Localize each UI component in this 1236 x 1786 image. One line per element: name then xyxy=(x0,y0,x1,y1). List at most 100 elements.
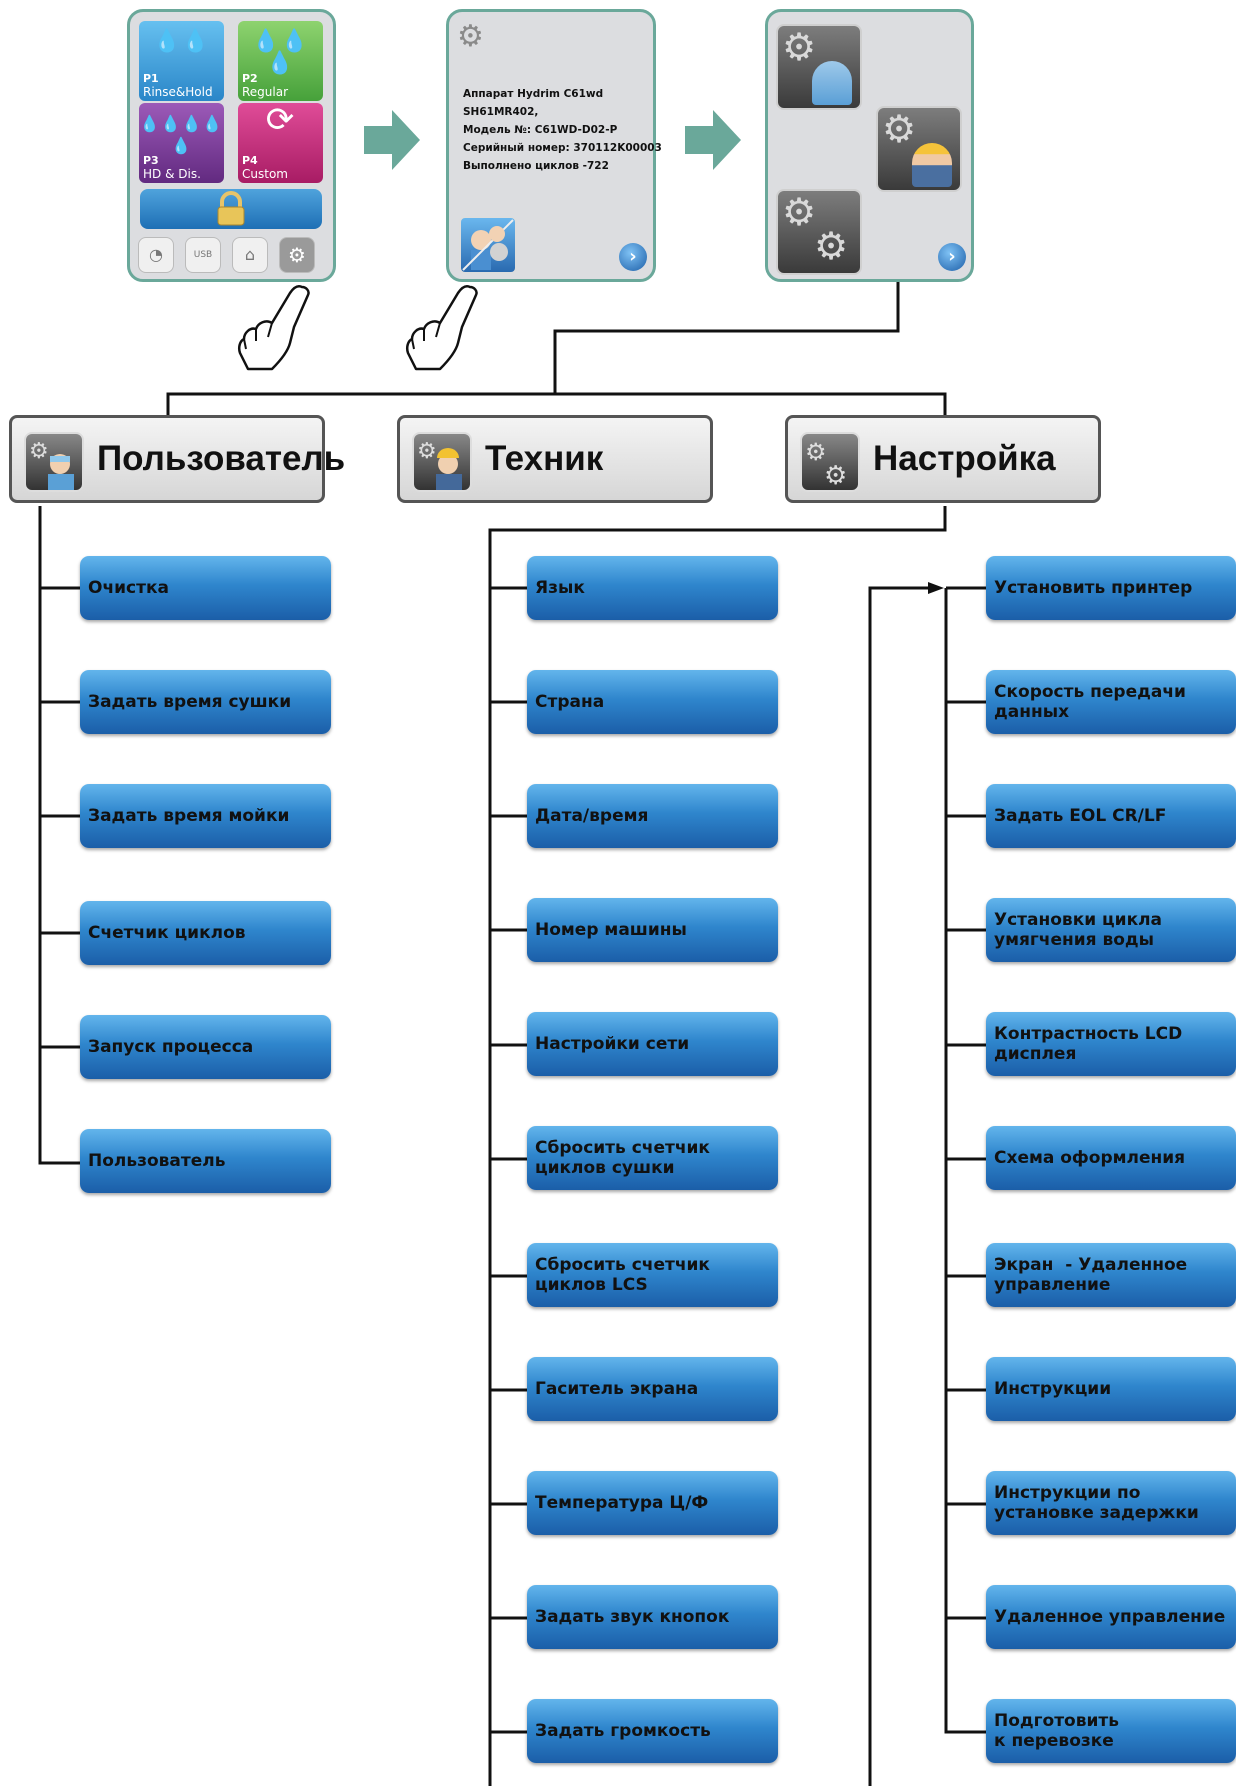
tech-menu-language[interactable]: Язык xyxy=(527,556,778,620)
tech-menu-theme[interactable]: Схема оформления xyxy=(986,1126,1236,1190)
user-doctor-icon: ⚙ xyxy=(24,432,84,492)
menu-label: Дата/время xyxy=(535,806,649,826)
user-menu-dry-time[interactable]: Задать время сушки xyxy=(80,670,331,734)
program-label: Custom xyxy=(242,167,288,181)
water-drops-icon: 💧💧 xyxy=(153,29,210,54)
svg-text:⚙: ⚙ xyxy=(824,461,847,490)
menu-label: Инструкции по установке задержки xyxy=(994,1483,1199,1523)
tech-menu-eol[interactable]: Задать EOL CR/LF xyxy=(986,784,1236,848)
gear-icon: ⚙ xyxy=(882,107,917,151)
tech-menu-temperature[interactable]: Температура Ц/Ф xyxy=(527,1471,778,1535)
bottles-icon[interactable]: ⌂ xyxy=(232,237,268,273)
program-p2-button[interactable]: 💧💧💧 P2 Regular xyxy=(238,21,323,101)
svg-text:⚙: ⚙ xyxy=(417,439,437,464)
settings-role-button[interactable]: ⚙ ⚙ xyxy=(776,189,862,275)
category-label: Пользователь xyxy=(97,439,346,478)
next-button[interactable]: › xyxy=(619,243,647,271)
technician-role-button[interactable]: ⚙ xyxy=(876,106,962,192)
technician-icon xyxy=(912,143,952,187)
menu-label: Сбросить счетчик циклов LCS xyxy=(535,1255,710,1295)
tech-menu-machine-number[interactable]: Номер машины xyxy=(527,898,778,962)
menu-label: Задать EOL CR/LF xyxy=(994,806,1167,826)
doctor-icon xyxy=(812,61,852,105)
tech-menu-volume[interactable]: Задать громкость xyxy=(527,1699,778,1763)
program-number: P2 xyxy=(242,72,258,85)
role-screen: ⚙ ⚙ ⚙ ⚙ › xyxy=(765,9,974,282)
user-menu-cycle-counter[interactable]: Счетчик циклов xyxy=(80,901,331,965)
program-p4-button[interactable]: ⟳ P4 Custom xyxy=(238,103,323,183)
category-settings[interactable]: ⚙⚙ Настройка xyxy=(785,415,1101,503)
category-user[interactable]: ⚙ Пользователь xyxy=(9,415,345,503)
menu-label: Страна xyxy=(535,692,605,712)
service-menu-button[interactable] xyxy=(459,216,517,274)
water-drops-icon: 💧💧💧💧💧 xyxy=(139,114,224,155)
user-role-button[interactable]: ⚙ xyxy=(776,24,862,110)
program-number: P1 xyxy=(143,72,159,85)
info-line: Выполнено циклов -722 xyxy=(463,160,609,172)
gear-icon: ⚙ xyxy=(782,190,817,234)
gear-icon: ⚙ xyxy=(782,25,817,69)
usb-label: USB xyxy=(193,250,213,260)
water-drops-icon: 💧💧💧 xyxy=(252,29,309,76)
info-gear-icon: ⚙ xyxy=(457,19,484,54)
next-glyph: › xyxy=(948,246,956,267)
tech-menu-printer[interactable]: Установить принтер xyxy=(986,556,1236,620)
next-button[interactable]: › xyxy=(938,243,966,271)
program-screen: 💧💧 P1 Rinse&Hold 💧💧💧 P2 Regular 💧💧💧💧💧 P3… xyxy=(127,9,336,282)
user-menu-user[interactable]: Пользователь xyxy=(80,1129,331,1193)
category-label: Техник xyxy=(485,439,604,478)
tech-menu-remote-screen[interactable]: Экран - Удаленное управление xyxy=(986,1243,1236,1307)
menu-label: Температура Ц/Ф xyxy=(535,1493,709,1513)
lock-button[interactable] xyxy=(140,189,322,229)
menu-label: Скорость передачи данных xyxy=(994,682,1186,722)
category-label: Настройка xyxy=(873,439,1056,478)
tech-menu-lcd-contrast[interactable]: Контрастность LCD дисплея xyxy=(986,1012,1236,1076)
program-p1-button[interactable]: 💧💧 P1 Rinse&Hold xyxy=(139,21,224,101)
program-number: P3 xyxy=(143,154,159,167)
tech-menu-prepare-transport[interactable]: Подготовить к перевозке xyxy=(986,1699,1236,1763)
tech-menu-remote-control[interactable]: Удаленное управление xyxy=(986,1585,1236,1649)
menu-label: Схема оформления xyxy=(994,1148,1186,1168)
menu-label: Счетчик циклов xyxy=(88,923,246,943)
svg-text:⚙: ⚙ xyxy=(29,439,49,464)
tech-menu-country[interactable]: Страна xyxy=(527,670,778,734)
tech-menu-instructions[interactable]: Инструкции xyxy=(986,1357,1236,1421)
info-screen: ⚙ Аппарат Hydrim C61wd SH61MR402, Модель… xyxy=(446,9,662,282)
dial-icon[interactable]: ◔ xyxy=(138,237,174,273)
menu-label: Сбросить счетчик циклов сушки xyxy=(535,1138,710,1178)
menu-label: Контрастность LCD дисплея xyxy=(994,1024,1183,1064)
menu-label: Настройки сети xyxy=(535,1034,690,1054)
menu-label: Пользователь xyxy=(88,1151,226,1171)
user-menu-cleaning[interactable]: Очистка xyxy=(80,556,331,620)
technician-icon: ⚙ xyxy=(412,432,472,492)
padlock-icon xyxy=(217,191,245,226)
menu-label: Гаситель экрана xyxy=(535,1379,699,1399)
tech-menu-network[interactable]: Настройки сети xyxy=(527,1012,778,1076)
custom-cycle-icon: ⟳ xyxy=(265,100,296,140)
tech-menu-key-sound[interactable]: Задать звук кнопок xyxy=(527,1585,778,1649)
menu-label: Очистка xyxy=(88,578,169,598)
user-menu-start-process[interactable]: Запуск процесса xyxy=(80,1015,331,1079)
menu-label: Запуск процесса xyxy=(88,1037,254,1057)
tech-menu-datetime[interactable]: Дата/время xyxy=(527,784,778,848)
category-technician[interactable]: ⚙ Техник xyxy=(397,415,713,503)
tech-menu-reset-lcs-counter[interactable]: Сбросить счетчик циклов LCS xyxy=(527,1243,778,1307)
tech-menu-delay-instructions[interactable]: Инструкции по установке задержки xyxy=(986,1471,1236,1535)
program-number: P4 xyxy=(242,154,258,167)
user-menu-wash-time[interactable]: Задать время мойки xyxy=(80,784,331,848)
tech-menu-reset-dry-counter[interactable]: Сбросить счетчик циклов сушки xyxy=(527,1126,778,1190)
tech-menu-screen-saver[interactable]: Гаситель экрана xyxy=(527,1357,778,1421)
tech-menu-baud-rate[interactable]: Скорость передачи данных xyxy=(986,670,1236,734)
tech-menu-softener[interactable]: Установки цикла умягчения воды xyxy=(986,898,1236,962)
menu-label: Удаленное управление xyxy=(994,1607,1226,1627)
pointing-hand-icon xyxy=(237,285,310,371)
menu-label: Номер машины xyxy=(535,920,687,940)
flow-arrow-icon xyxy=(685,110,741,170)
menu-label: Задать время мойки xyxy=(88,806,290,826)
gear-icon: ⚙ xyxy=(814,224,849,268)
program-p3-button[interactable]: 💧💧💧💧💧 P3 HD & Dis. xyxy=(139,103,224,183)
usb-icon[interactable]: USB xyxy=(185,237,221,273)
menu-label: Экран - Удаленное управление xyxy=(994,1255,1194,1295)
menu-label: Задать звук кнопок xyxy=(535,1607,730,1627)
info-gear-icon[interactable]: ⚙ xyxy=(279,237,315,273)
